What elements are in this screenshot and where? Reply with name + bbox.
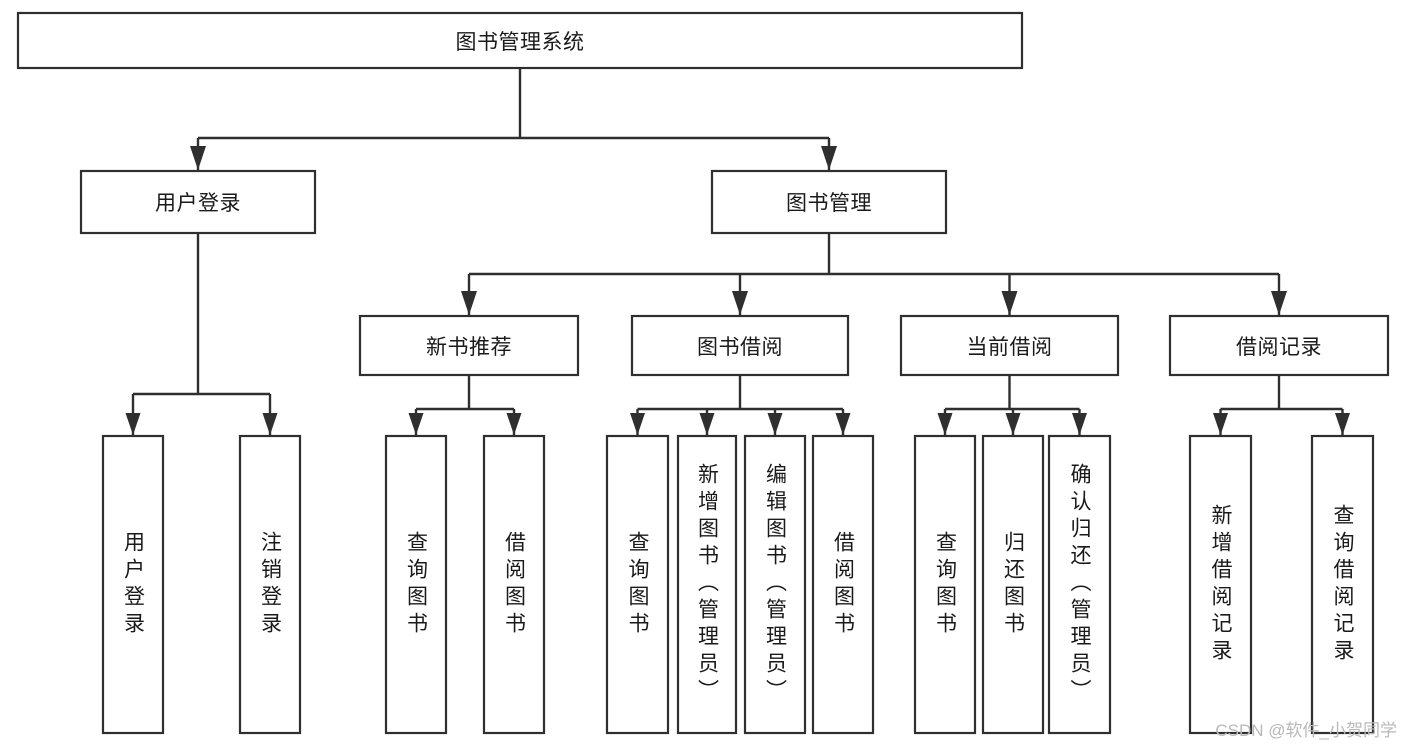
node-box-node-leaf12-查询借阅记录[interactable] xyxy=(1310,434,1375,735)
arrow-head-icon xyxy=(630,413,645,435)
arrow-head-icon xyxy=(125,413,141,435)
node-box-node-leaf7-借阅图书[interactable] xyxy=(811,434,875,735)
node-box-node-leaf9-归还图书[interactable] xyxy=(981,434,1045,735)
arrow-head-icon xyxy=(461,291,477,315)
connector-layer xyxy=(125,68,1350,435)
node-box-node-leaf6-编辑图书管理员[interactable] xyxy=(743,434,807,735)
node-box-node-l32-当前借阅[interactable] xyxy=(899,314,1120,377)
arrow-head-icon xyxy=(1001,291,1018,315)
arrow-head-icon xyxy=(699,413,715,435)
node-box-node-leaf3-借阅图书[interactable] xyxy=(482,434,546,735)
arrow-head-icon xyxy=(1271,291,1287,315)
arrow-head-icon xyxy=(1072,413,1087,435)
node-box-node-l31-图书借阅[interactable] xyxy=(630,314,850,377)
node-box-node-l20-用户登录[interactable] xyxy=(79,169,317,235)
node-box-node-leaf1-注销登录[interactable] xyxy=(238,434,302,735)
arrow-head-icon xyxy=(506,413,522,435)
node-box-node-leaf4-查询图书[interactable] xyxy=(605,434,670,735)
arrow-head-icon xyxy=(1335,413,1350,435)
arrow-head-icon xyxy=(1213,413,1228,435)
arrow-head-icon xyxy=(1005,413,1021,435)
node-box-node-leaf8-查询图书[interactable] xyxy=(913,434,977,735)
node-box-node-leaf2-查询图书[interactable] xyxy=(384,434,448,735)
arrow-head-icon xyxy=(732,291,748,315)
node-box-root[interactable] xyxy=(16,11,1024,70)
arrow-head-icon xyxy=(835,413,851,435)
node-box-node-leaf11-新增借阅记录[interactable] xyxy=(1188,434,1253,735)
arrow-head-icon xyxy=(190,146,206,170)
node-box-node-leaf5-新增图书管理员[interactable] xyxy=(676,434,738,735)
node-box-layer xyxy=(16,11,1390,735)
arrow-head-icon xyxy=(821,146,837,170)
node-box-node-l33-借阅记录[interactable] xyxy=(1168,314,1390,377)
arrow-head-icon xyxy=(767,413,783,435)
node-box-node-leaf10-确认归还管理员[interactable] xyxy=(1047,434,1112,735)
node-box-node-leaf0-用户登录[interactable] xyxy=(101,434,165,735)
arrow-head-icon xyxy=(262,413,278,435)
arrow-head-icon xyxy=(937,413,953,435)
node-box-node-l21-图书管理[interactable] xyxy=(710,169,948,235)
node-box-node-l30-新书推荐[interactable] xyxy=(358,314,580,377)
arrow-head-icon xyxy=(408,413,424,435)
